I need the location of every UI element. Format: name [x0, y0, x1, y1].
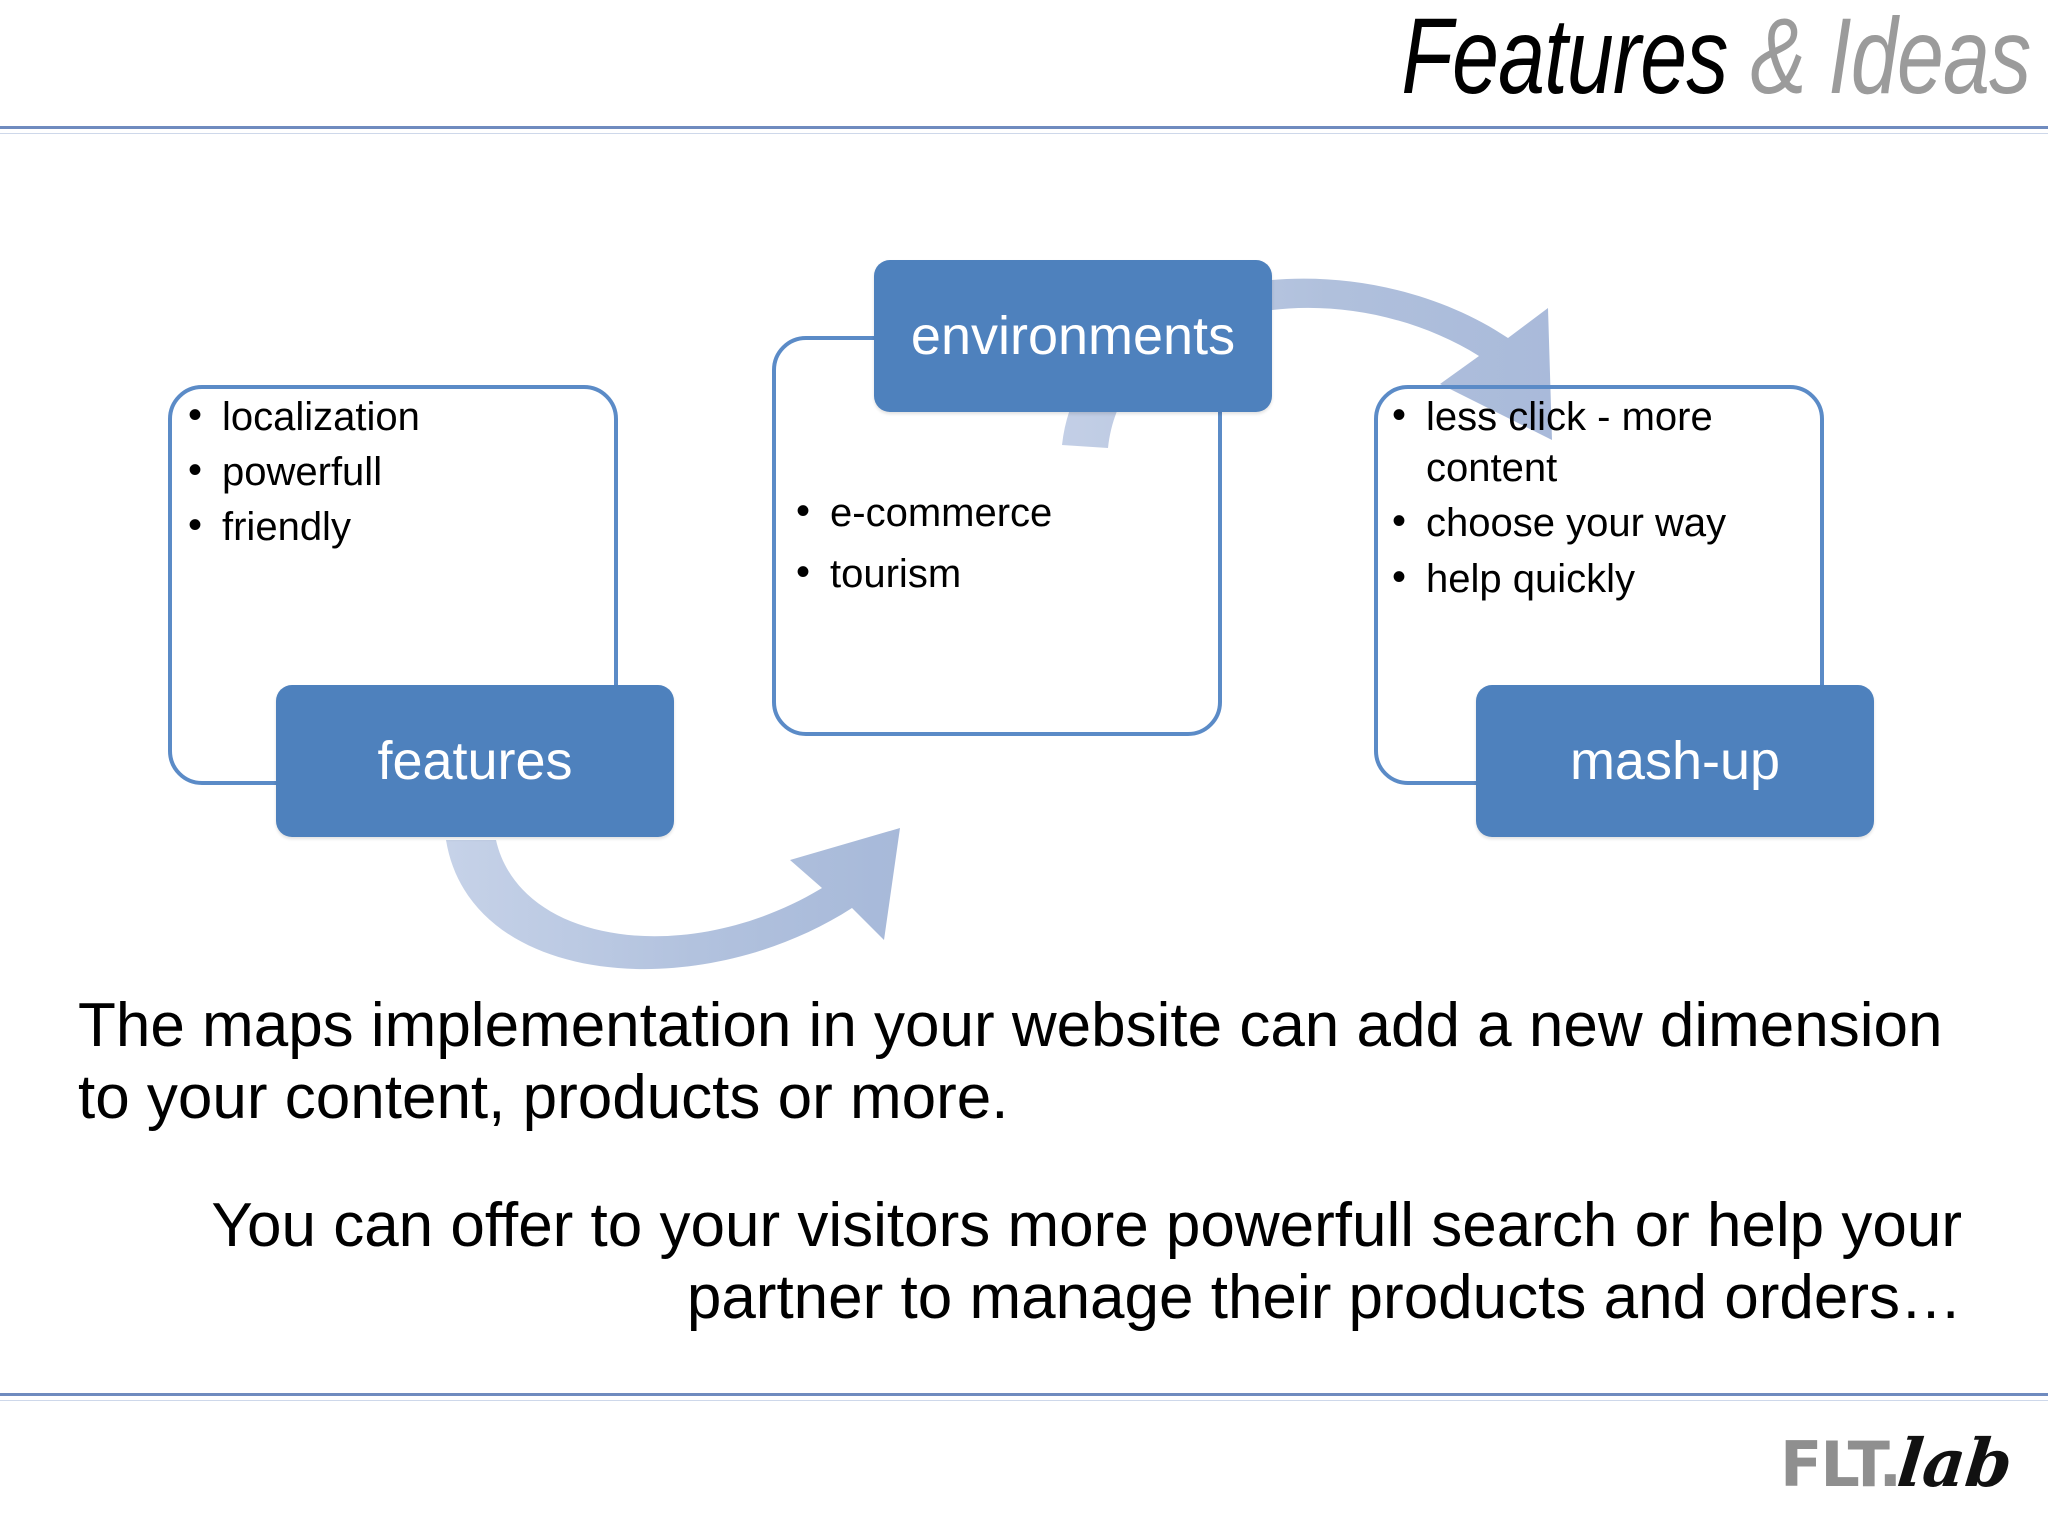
logo-primary-text: FLT.	[1779, 1428, 1902, 1501]
list-item: tourism	[790, 544, 1220, 603]
node-mashup-badge[interactable]: mash-up	[1476, 685, 1874, 837]
slide-body: The maps implementation in your website …	[78, 990, 1978, 1334]
node-environments-badge[interactable]: environments	[874, 260, 1272, 412]
node-environments-list: e-commerce tourism	[790, 483, 1220, 607]
process-diagram: localization powerfull friendly features…	[0, 140, 2048, 970]
title-divider	[0, 126, 2048, 129]
slide-title-bar: Features & Ideas	[0, 0, 2048, 128]
page-title: Features & Ideas	[1401, 2, 2031, 110]
list-item: less click - more content	[1386, 390, 1826, 494]
footer-divider	[0, 1393, 2048, 1396]
node-environments-label: environments	[910, 306, 1236, 366]
paragraph-spacer	[78, 1134, 1978, 1190]
node-features-badge[interactable]: features	[276, 685, 674, 837]
node-mashup-list: less click - more content choose your wa…	[1386, 390, 1826, 609]
body-paragraph-1: The maps implementation in your website …	[78, 991, 1943, 1132]
node-mashup-label: mash-up	[1569, 731, 1781, 791]
title-divider-secondary	[0, 133, 2048, 134]
page-title-secondary: & Ideas	[1749, 0, 2031, 116]
list-item: help quickly	[1386, 552, 1826, 605]
flt-lab-logo: FLT. lab	[1779, 1424, 2016, 1502]
list-item: powerfull	[182, 445, 612, 498]
body-paragraph-2: You can offer to your visitors more powe…	[211, 1190, 1962, 1332]
list-item: e-commerce	[790, 483, 1220, 542]
node-features-label: features	[377, 731, 573, 791]
node-features-list: localization powerfull friendly	[182, 390, 612, 558]
list-item: localization	[182, 390, 612, 443]
page-title-primary: Features	[1400, 0, 1728, 116]
list-item: friendly	[182, 500, 612, 553]
list-item: choose your way	[1386, 496, 1826, 549]
logo-secondary-text: lab	[1893, 1424, 2017, 1502]
footer-divider-secondary	[0, 1400, 2048, 1401]
arrow-features-to-environments	[446, 828, 900, 970]
